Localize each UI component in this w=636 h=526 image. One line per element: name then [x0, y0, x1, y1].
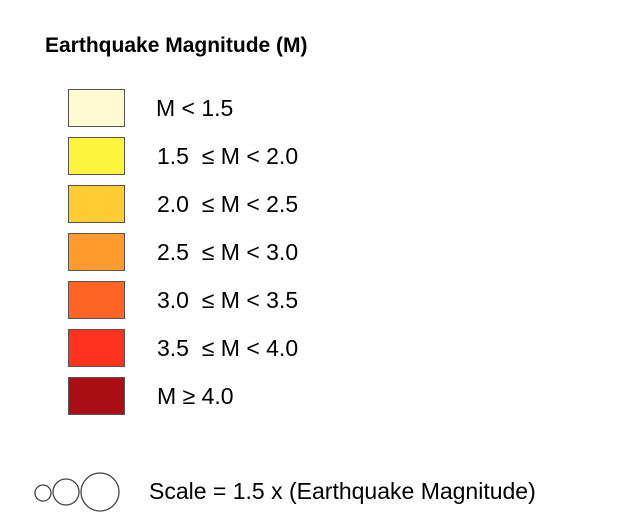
legend-item: 3.5 ≤ M < 4.0 [68, 329, 388, 377]
legend-swatch [68, 137, 125, 175]
legend-item-label: 3.5 ≤ M < 4.0 [157, 335, 299, 361]
scale-label: Scale = 1.5 x (Earthquake Magnitude) [149, 478, 536, 504]
scale-circles-icon [34, 472, 120, 512]
legend-item-label: M ≥ 4.0 [157, 383, 234, 409]
legend-swatch [68, 281, 125, 319]
legend-swatch [68, 233, 125, 271]
legend-item: 1.5 ≤ M < 2.0 [68, 137, 388, 185]
scale-circle-medium [52, 478, 80, 506]
scale-legend: Scale = 1.5 x (Earthquake Magnitude) [34, 470, 624, 514]
legend-items: M < 1.5 1.5 ≤ M < 2.0 2.0 ≤ M < 2.5 2.5 … [68, 89, 388, 425]
legend-swatch [68, 329, 125, 367]
legend-item: M ≥ 4.0 [68, 377, 388, 425]
legend-item-label: 3.0 ≤ M < 3.5 [157, 287, 299, 313]
legend-item: M < 1.5 [68, 89, 388, 137]
scale-circle-small [34, 484, 52, 502]
legend-item-label: M < 1.5 [156, 95, 234, 121]
legend-swatch [68, 89, 125, 127]
legend-swatch [68, 377, 125, 415]
legend-item: 2.5 ≤ M < 3.0 [68, 233, 388, 281]
legend-item: 3.0 ≤ M < 3.5 [68, 281, 388, 329]
legend-swatch [68, 185, 125, 223]
legend-item-label: 1.5 ≤ M < 2.0 [157, 143, 299, 169]
legend-item: 2.0 ≤ M < 2.5 [68, 185, 388, 233]
legend-item-label: 2.0 ≤ M < 2.5 [157, 191, 299, 217]
scale-circle-large [80, 472, 120, 512]
legend-item-label: 2.5 ≤ M < 3.0 [157, 239, 299, 265]
legend-title: Earthquake Magnitude (M) [45, 34, 308, 57]
